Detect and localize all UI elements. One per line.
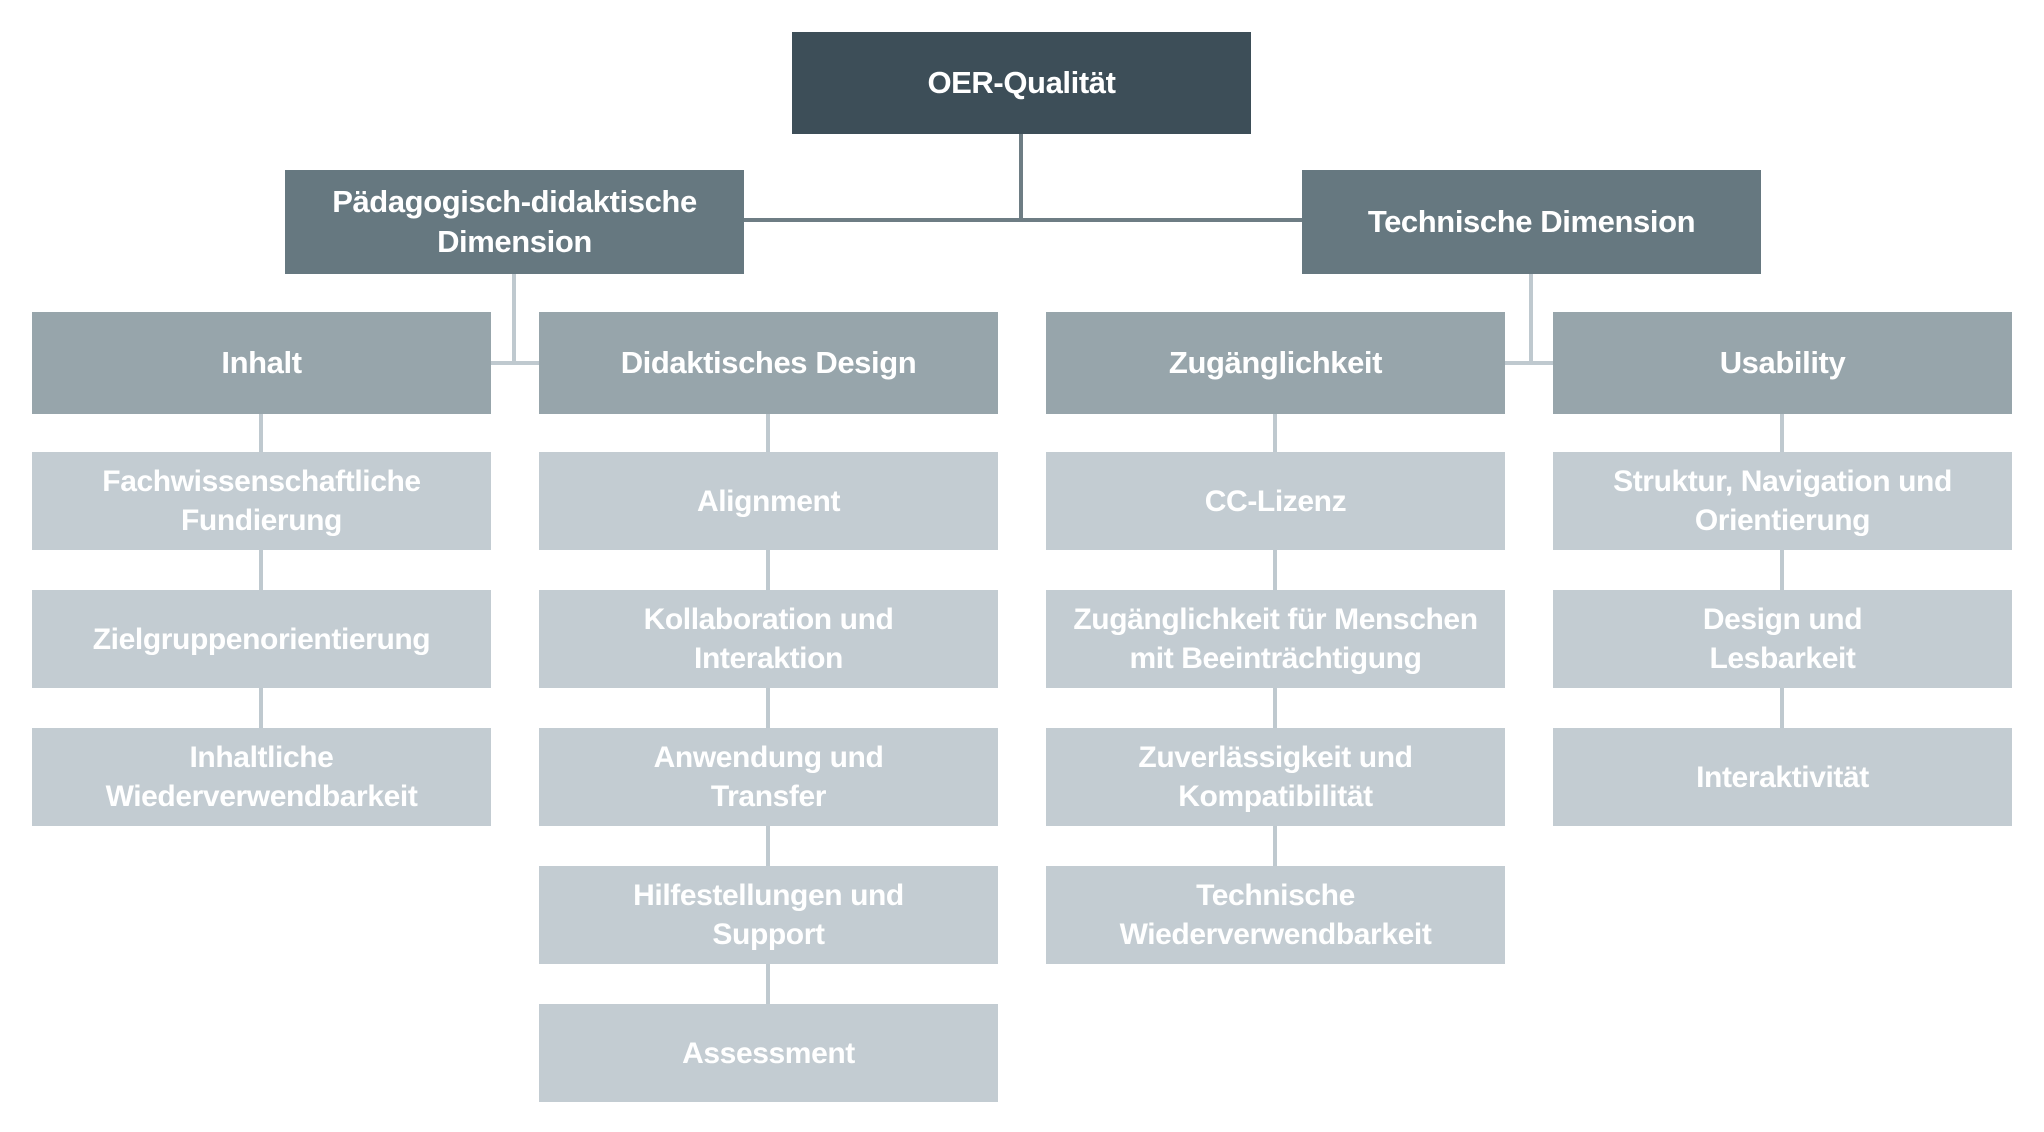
connector-col4-seg2 (1780, 550, 1784, 590)
criterion-struktur-navigation-orientierung: Struktur, Navigation und Orientierung (1553, 452, 2012, 550)
criterion-hilfestellungen-und-support: Hilfestellungen und Support (539, 866, 998, 964)
connector-col3-seg1 (1273, 414, 1277, 452)
criterion-anwendung-und-transfer: Anwendung und Transfer (539, 728, 998, 826)
criterion-fachwissenschaftliche-fundierung: Fachwissenschaftliche Fundierung (32, 452, 491, 550)
connector-root-horizontal (744, 218, 1302, 222)
connector-col2-seg5 (766, 964, 770, 1004)
criterion-zielgruppenorientierung: Zielgruppenorientierung (32, 590, 491, 688)
connector-col4-seg3 (1780, 688, 1784, 728)
connector-technisch-horizontal (1505, 361, 1553, 365)
root-box-oer-qualitaet: OER-Qualität (792, 32, 1251, 134)
criterion-interaktivitaet: Interaktivität (1553, 728, 2012, 826)
connector-col4-seg1 (1780, 414, 1784, 452)
criterion-alignment: Alignment (539, 452, 998, 550)
connector-col2-seg4 (766, 826, 770, 866)
connector-paedagogisch-vertical (512, 274, 516, 365)
category-header-usability: Usability (1553, 312, 2012, 414)
connector-col1-seg1 (259, 414, 263, 452)
criterion-kollaboration-und-interaktion: Kollaboration und Interaktion (539, 590, 998, 688)
category-header-inhalt: Inhalt (32, 312, 491, 414)
connector-paedagogisch-horizontal (491, 361, 539, 365)
criterion-zuverlaessigkeit-und-kompatibilitaet: Zuverlässigkeit und Kompatibilität (1046, 728, 1505, 826)
connector-col2-seg2 (766, 550, 770, 590)
connector-col3-seg2 (1273, 550, 1277, 590)
dimension-box-paedagogisch-didaktisch: Pädagogisch-didaktische Dimension (285, 170, 744, 274)
connector-technisch-vertical (1529, 274, 1533, 365)
criterion-zugaenglichkeit-fuer-menschen: Zugänglichkeit für Menschen mit Beeinträ… (1046, 590, 1505, 688)
connector-col3-seg4 (1273, 826, 1277, 866)
category-header-didaktisches-design: Didaktisches Design (539, 312, 998, 414)
criterion-design-und-lesbarkeit: Design und Lesbarkeit (1553, 590, 2012, 688)
criterion-cc-lizenz: CC-Lizenz (1046, 452, 1505, 550)
criterion-assessment: Assessment (539, 1004, 998, 1102)
connector-col2-seg1 (766, 414, 770, 452)
criterion-technische-wiederverwendbarkeit: Technische Wiederverwendbarkeit (1046, 866, 1505, 964)
dimension-box-technisch: Technische Dimension (1302, 170, 1761, 274)
criterion-inhaltliche-wiederverwendbarkeit: Inhaltliche Wiederverwendbarkeit (32, 728, 491, 826)
category-header-zugaenglichkeit: Zugänglichkeit (1046, 312, 1505, 414)
connector-col2-seg3 (766, 688, 770, 728)
connector-col3-seg3 (1273, 688, 1277, 728)
connector-col1-seg2 (259, 550, 263, 590)
connector-col1-seg3 (259, 688, 263, 728)
connector-root-vertical (1019, 134, 1023, 222)
